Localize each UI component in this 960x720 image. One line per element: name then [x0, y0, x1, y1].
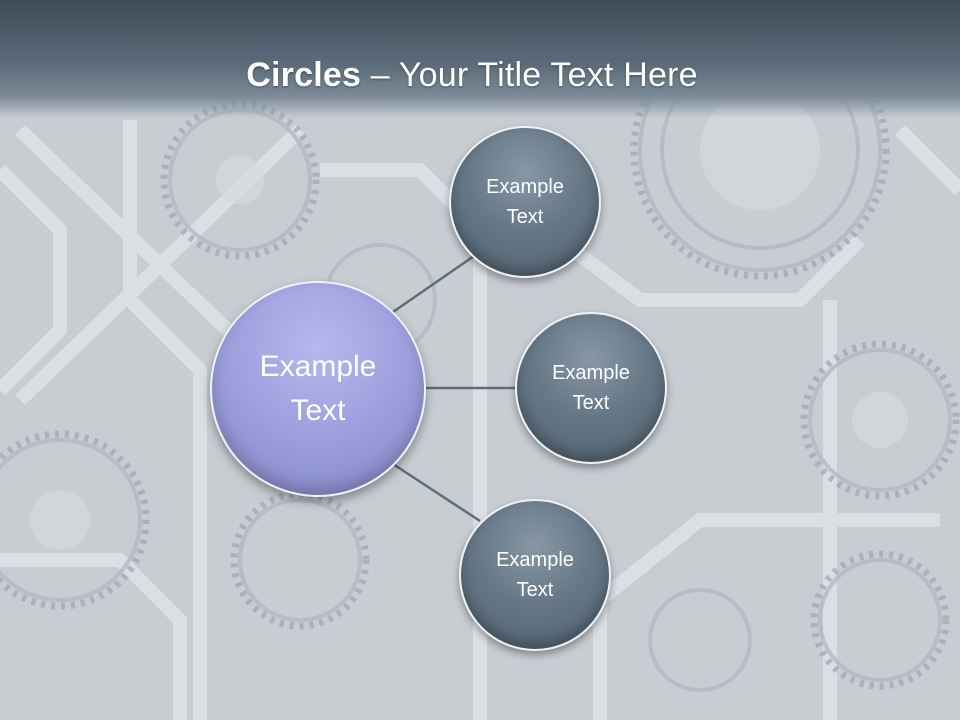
satellite-circle-label: Example Text	[552, 362, 630, 414]
satellite-circle-top[interactable]: Example Text	[449, 126, 601, 278]
title-bar	[0, 0, 960, 118]
connector-top	[392, 254, 475, 314]
satellite-circle-label: Example Text	[496, 549, 574, 601]
satellite-circle-middle[interactable]: Example Text	[515, 312, 667, 464]
satellite-circle-label: Example Text	[486, 176, 564, 228]
connector-bottom	[392, 462, 481, 523]
slide-title-bold: Circles	[246, 56, 362, 94]
slide-title: Circles – Your Title Text Here	[0, 52, 944, 98]
center-circle[interactable]: Example Text	[210, 281, 426, 497]
slide-title-rest: – Your Title Text Here	[361, 56, 698, 94]
center-circle-label: Example Text	[259, 350, 377, 427]
satellite-circle-bottom[interactable]: Example Text	[459, 499, 611, 651]
